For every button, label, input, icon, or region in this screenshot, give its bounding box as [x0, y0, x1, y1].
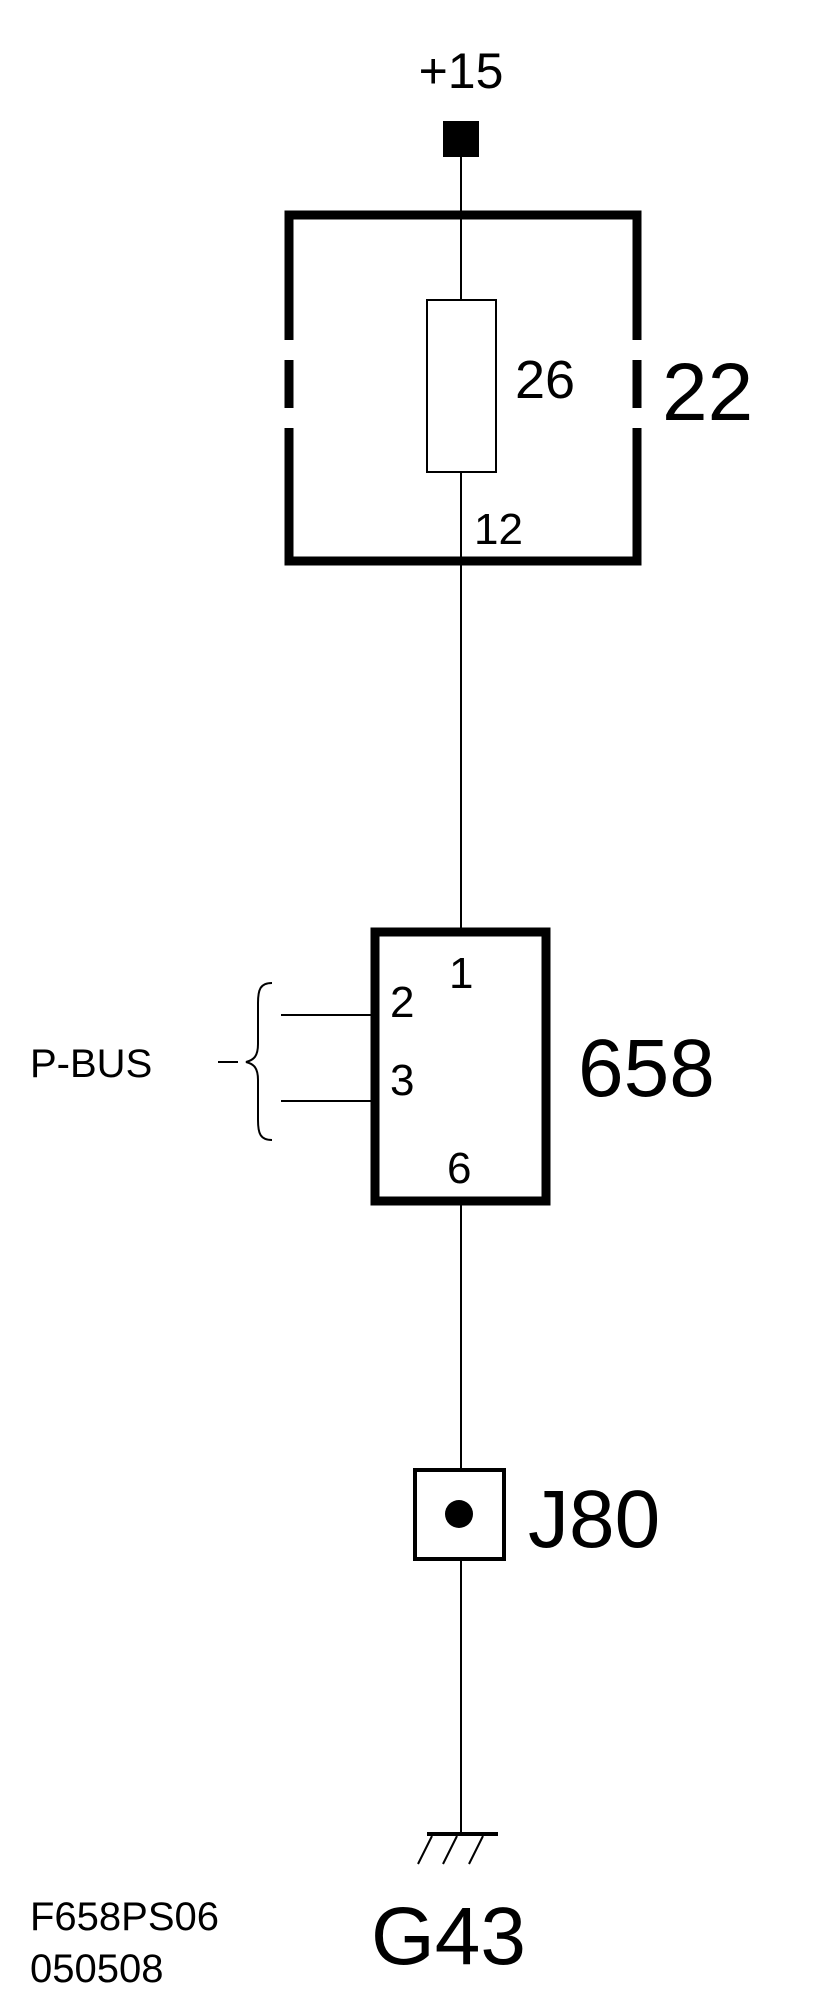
fuse-box-outline-top — [284, 210, 642, 340]
ground-id: G43 — [371, 1891, 526, 1982]
diagram-code: F658PS06 — [30, 1895, 219, 1939]
fuse-box — [284, 210, 642, 566]
supply-terminal — [443, 121, 479, 157]
fuse-box-outline-bottom — [284, 428, 642, 566]
diagram-date: 050508 — [30, 1947, 163, 1991]
ground-symbol — [417, 1832, 498, 1865]
splice-id: J80 — [528, 1474, 660, 1565]
fuse-box-id: 22 — [662, 347, 753, 438]
supply-label: +15 — [419, 43, 504, 99]
bus-label: P-BUS — [30, 1042, 152, 1086]
module-pin-3: 3 — [390, 1056, 414, 1105]
fuse-pin: 12 — [474, 505, 523, 554]
module-pin-1: 1 — [449, 949, 473, 998]
module-pin-6: 6 — [447, 1144, 471, 1193]
module-658-box — [370, 927, 551, 1206]
splice-j80-dot — [445, 1500, 473, 1528]
fuse-number: 26 — [515, 350, 575, 410]
module-id: 658 — [578, 1023, 715, 1114]
fuse-element — [426, 299, 497, 473]
module-pin-2: 2 — [390, 978, 414, 1027]
bus-brace — [245, 982, 273, 1141]
